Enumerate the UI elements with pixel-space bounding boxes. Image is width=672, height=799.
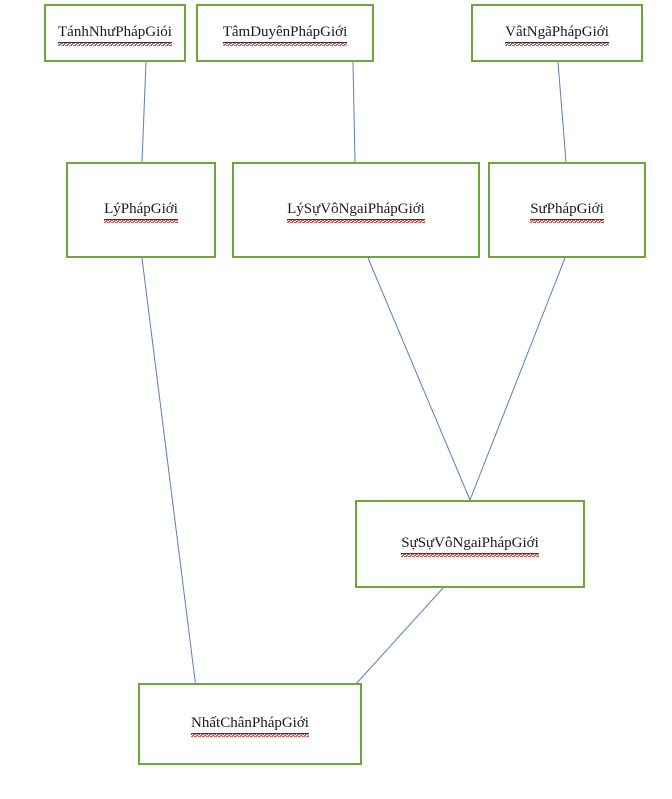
edges-group (141, 61, 567, 689)
node-tam-duyen[interactable]: TâmDuyênPhápGiới (196, 4, 374, 62)
node-su-su-vo-ngai[interactable]: SựSựVôNgaiPhápGiới (355, 500, 585, 588)
node-tanh-nhu[interactable]: TánhNhưPhápGiói (44, 4, 186, 62)
edge-su-su-vo-ngai-to-nhat-chan (354, 587, 444, 686)
edge-tanh-nhu-to-ly (141, 61, 147, 163)
edge-ly-to-nhat-chan (141, 257, 197, 689)
node-ly-su-vo-ngai[interactable]: LýSựVôNgaiPhápGiới (232, 162, 480, 258)
node-ly[interactable]: LýPhápGiới (66, 162, 216, 258)
node-label-tanh-nhu: TánhNhưPhápGiói (58, 23, 172, 46)
node-label-tam-duyen: TâmDuyênPhápGiới (222, 23, 348, 46)
edge-tam-duyen-to-ly-su-vo-ngai (352, 61, 356, 163)
edge-su-to-su-su-vo-ngai (469, 257, 566, 501)
edge-vat-nga-to-su (557, 61, 567, 163)
node-label-su: SưPhápGiới (530, 200, 604, 223)
edge-ly-su-vo-ngai-to-su-su-vo-ngai (367, 257, 471, 501)
node-label-su-su-vo-ngai: SựSựVôNgaiPhápGiới (401, 534, 539, 557)
node-su[interactable]: SưPhápGiới (488, 162, 646, 258)
node-label-nhat-chan: NhấtChânPhápGiới (191, 714, 309, 737)
node-label-ly: LýPhápGiới (104, 200, 178, 223)
node-nhat-chan[interactable]: NhấtChânPhápGiới (138, 683, 362, 765)
node-vat-nga[interactable]: VâtNgãPhápGiới (471, 4, 643, 62)
node-label-vat-nga: VâtNgãPhápGiới (505, 23, 609, 46)
node-label-ly-su-vo-ngai: LýSựVôNgaiPhápGiới (287, 200, 425, 223)
